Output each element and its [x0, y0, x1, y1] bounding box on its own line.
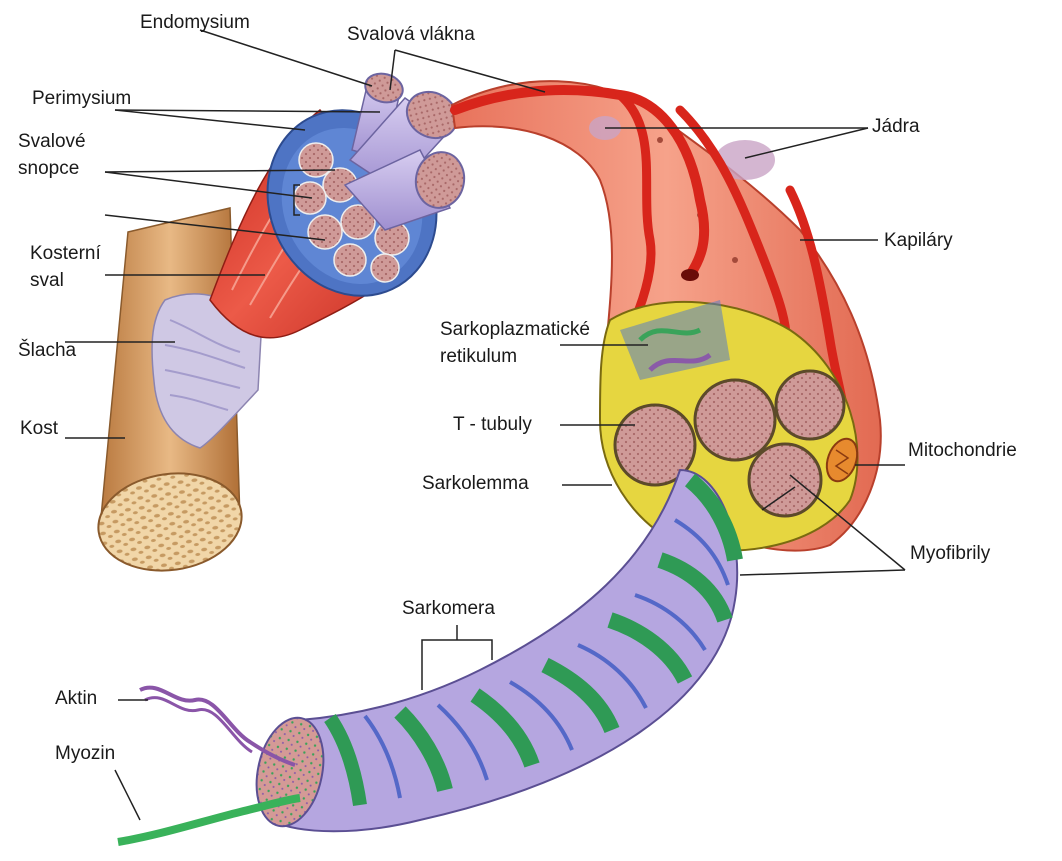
label-sarkoplazmaticke-line1: Sarkoplazmatické [440, 316, 590, 343]
label-mitochondrie: Mitochondrie [908, 440, 1017, 462]
label-endomysium: Endomysium [140, 12, 250, 34]
label-kost: Kost [20, 418, 58, 440]
label-aktin: Aktin [55, 688, 97, 710]
label-kapilary: Kapiláry [884, 230, 953, 252]
label-myozin: Myozin [55, 743, 115, 765]
label-kosterni-sval-line1: Kosterní [30, 240, 101, 267]
label-jadra: Jádra [872, 116, 920, 138]
label-svalove-snopce-line2: snopce [18, 155, 86, 182]
label-svalova-vlakna: Svalová vlákna [347, 24, 475, 46]
label-sarkoplazmaticke-line2: retikulum [440, 343, 590, 370]
label-sarkomera: Sarkomera [402, 598, 495, 620]
label-kosterni-sval-line2: sval [30, 267, 101, 294]
label-kosterni-sval: Kosterní sval [30, 240, 101, 294]
muscle-fascicles [345, 70, 468, 230]
label-svalove-snopce-line1: Svalové [18, 128, 86, 155]
label-slacha: Šlacha [18, 340, 76, 362]
label-t-tubuly: T - tubuly [453, 414, 532, 436]
label-svalove-snopce: Svalové snopce [18, 128, 86, 182]
label-sarkolemma: Sarkolemma [422, 473, 529, 495]
label-sarkoplazmaticke-retikulum: Sarkoplazmatické retikulum [440, 316, 590, 370]
label-perimysium: Perimysium [32, 88, 131, 110]
label-myofibrily: Myofibrily [910, 543, 990, 565]
